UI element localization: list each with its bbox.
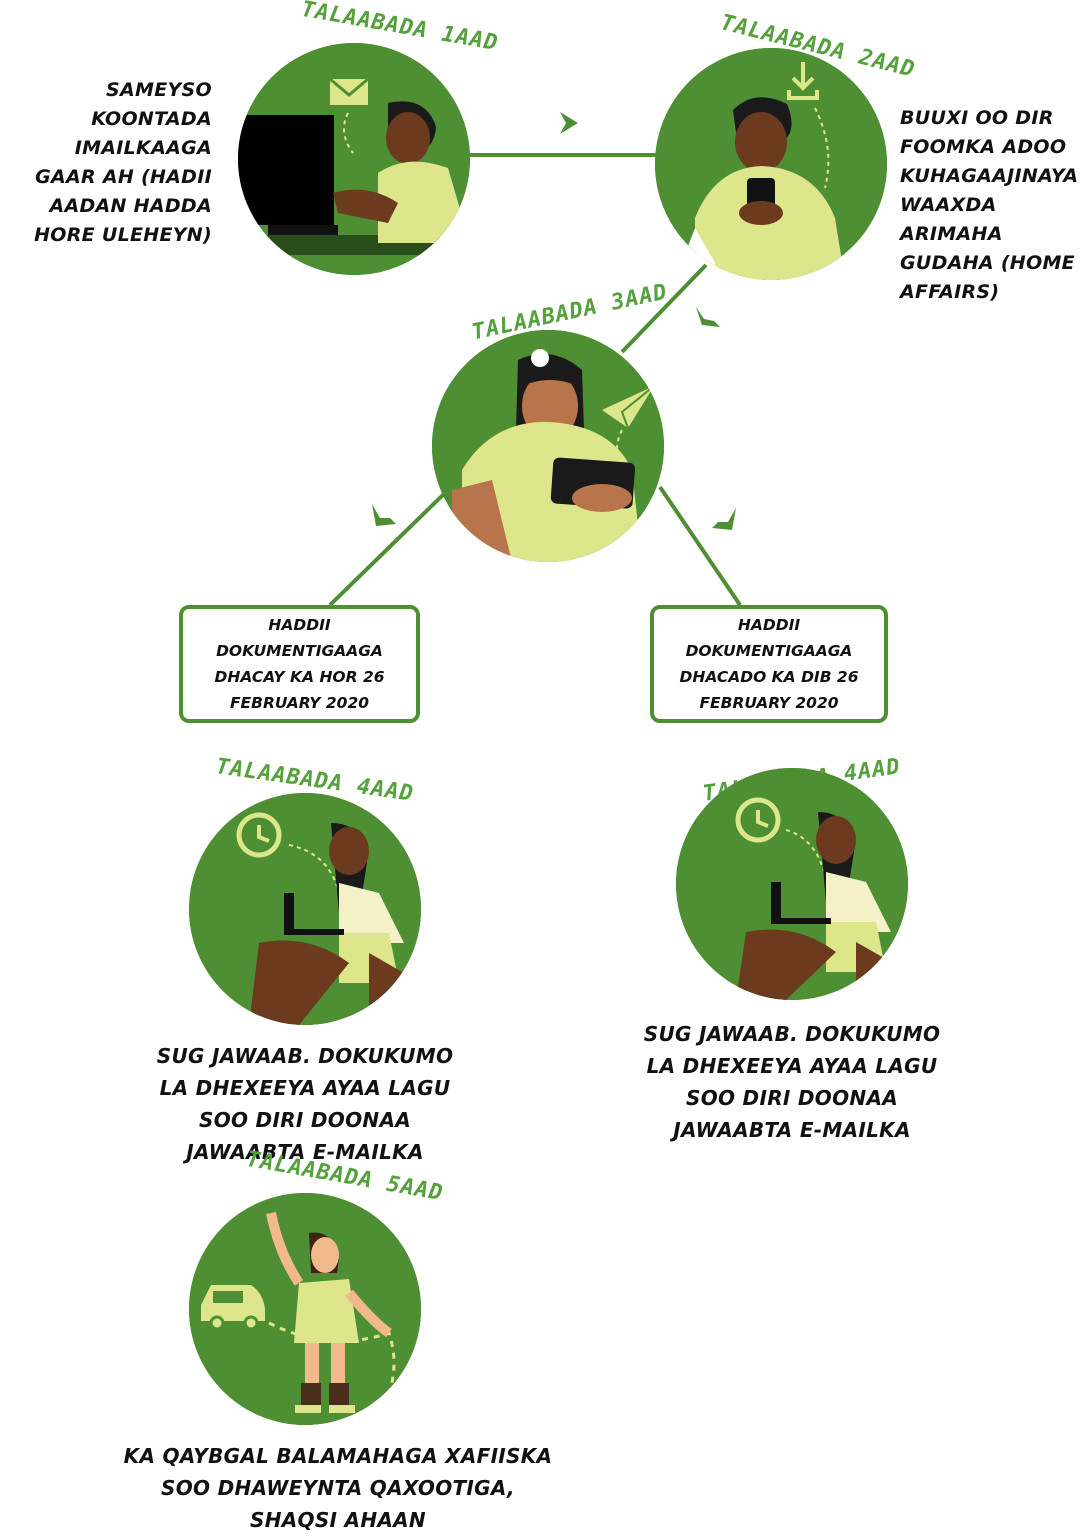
branch-after-box: HADDII DOKUMENTIGAAGA DHACADO KA DIB 26 … [650,605,888,723]
arrow-down-right-icon [712,508,736,530]
paper-plane-icon [602,385,655,429]
download-icon [787,62,819,100]
step-4-right-illustration [676,768,908,1000]
step-5-description: KA QAYBGAL BALAMAHAGA XAFIISKA SOO DHAWE… [123,1444,553,1532]
branch-before-box: HADDII DOKUMENTIGAAGA DHACAY KA HOR 26 F… [179,605,420,723]
arrow-down-left-icon-2 [372,504,396,526]
arrow-down-left-icon [696,307,720,327]
step-4-left-illustration [189,793,421,1025]
arrow-right-icon [560,112,578,134]
step-4-right-description: SUG JAWAAB. DOKUKUMO LA DHEXEEYA AYAA LA… [643,1022,941,1142]
step-2-description: BUUXI OO DIR FOOMKA ADOO KUHAGAAJINAYA W… [900,107,1079,303]
step-1-description: SAMEYSO KOONTADA IMAILKAAGA GAAR AH (HAD… [34,79,212,246]
clock-icon-2 [735,797,781,843]
step-1-illustration [238,43,470,275]
step-3-illustration [432,330,664,562]
step-4-left-description: SUG JAWAAB. DOKUKUMO LA DHEXEEYA AYAA LA… [156,1044,454,1164]
step-2-illustration [655,48,887,280]
mail-icon [329,77,369,105]
van-icon [201,1285,265,1331]
clock-icon [236,812,282,858]
step-5-illustration [189,1193,421,1425]
